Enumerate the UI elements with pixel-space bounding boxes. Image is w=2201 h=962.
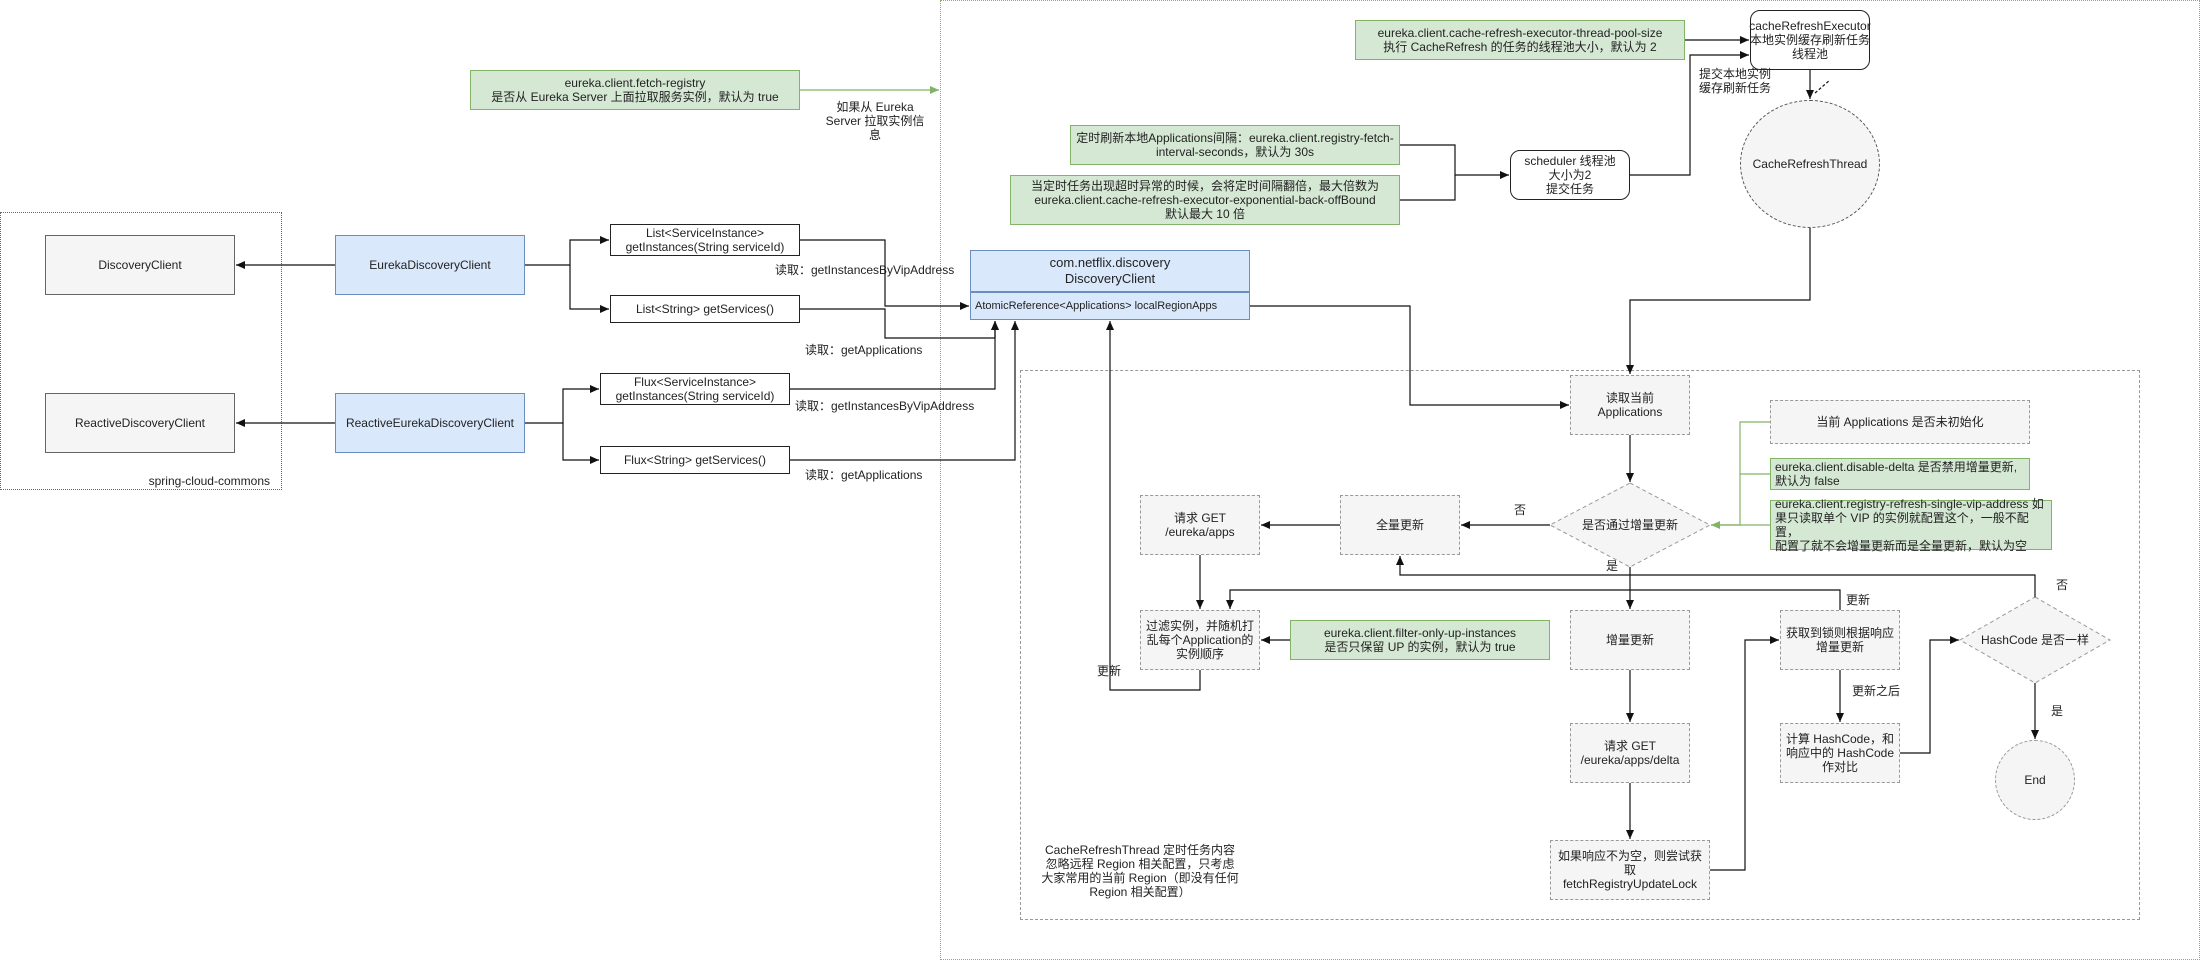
fetch-registry-config: eureka.client.fetch-registry 是否从 Eureka …: [470, 70, 800, 110]
eureka-discovery-client-node: EurekaDiscoveryClient: [335, 235, 525, 295]
flux-get-services-method: Flux<String> getServices(): [600, 446, 790, 474]
edge-label-read-instances-2: 读取：getInstancesByVipAddress: [795, 399, 975, 413]
edge-label-update-2: 更新: [1845, 593, 1870, 607]
request-apps-node: 请求 GET /eureka/apps: [1140, 495, 1260, 555]
reactive-eureka-discovery-client-node: ReactiveEurekaDiscoveryClient: [335, 393, 525, 453]
cache-refresh-thread-node: CacheRefreshThread: [1740, 100, 1880, 228]
cache-refresh-note: CacheRefreshThread 定时任务内容 忽略远程 Region 相关…: [1041, 843, 1239, 899]
edge-label-read-instances-1: 读取：getInstancesByVipAddress: [775, 263, 955, 277]
edge-label-read-apps-2: 读取：getApplications: [805, 468, 923, 482]
disable-delta-config: eureka.client.disable-delta 是否禁用增量更新, 默认…: [1770, 458, 2030, 490]
flux-get-instances-method: Flux<ServiceInstance> getInstances(Strin…: [600, 373, 790, 405]
spring-cloud-commons-frame: [0, 212, 282, 490]
netflix-discovery-client-field: AtomicReference<Applications> localRegio…: [970, 292, 1250, 320]
get-services-method: List<String> getServices(): [610, 295, 800, 323]
cache-refresh-executor-node: cacheRefreshExecutor 本地实例缓存刷新任务 线程池: [1749, 10, 1871, 70]
scheduler-node: scheduler 线程池 大小为2 提交任务: [1510, 150, 1630, 200]
reactive-discovery-client-node: ReactiveDiscoveryClient: [45, 393, 235, 453]
read-applications-node: 读取当前 Applications: [1570, 375, 1690, 435]
delta-update-node: 增量更新: [1570, 610, 1690, 670]
cache-refresh-frame: [1020, 370, 2140, 920]
end-node: End: [1995, 740, 2075, 820]
edge-eureka-to-get-instances: [525, 236, 609, 266]
edge-label-no-1: 否: [1513, 503, 1526, 517]
edge-label-read-apps-1: 读取：getApplications: [805, 343, 923, 357]
netflix-region-frame: [940, 0, 2200, 960]
netflix-discovery-client-title: com.netflix.discovery DiscoveryClient: [970, 250, 1250, 292]
filter-shuffle-node: 过滤实例，并随机打 乱每个Application的 实例顺序: [1140, 610, 1260, 670]
apps-uninitialized-node: 当前 Applications 是否未初始化: [1770, 400, 2030, 444]
edge-label-submit-task: 提交本地实例 缓存刷新任务: [1698, 67, 1771, 95]
single-vip-config: eureka.client.registry-refresh-single-vi…: [1770, 497, 2052, 553]
edge-eureka-to-get-services: [569, 265, 609, 313]
fetch-interval-config: 定时刷新本地Applications间隔：eureka.client.regis…: [1070, 125, 1400, 165]
edge-label-update-1: 更新: [1096, 664, 1121, 678]
pool-size-config: eureka.client.cache-refresh-executor-thr…: [1355, 20, 1685, 60]
spring-cloud-commons-label: spring-cloud-commons: [148, 474, 270, 488]
edge-label-fetch-if: 如果从 Eureka Server 拉取实例信 息: [825, 100, 925, 142]
discovery-client-node: DiscoveryClient: [45, 235, 235, 295]
try-lock-node: 如果响应不为空，则尝试获取 fetchRegistryUpdateLock: [1550, 840, 1710, 900]
full-update-node: 全量更新: [1340, 495, 1460, 555]
get-instances-method: List<ServiceInstance> getInstances(Strin…: [610, 224, 800, 256]
filter-only-up-config: eureka.client.filter-only-up-instances 是…: [1290, 620, 1550, 660]
delta-decision-label: 是否通过增量更新: [1581, 518, 1678, 532]
edge-label-after-update: 更新之后: [1851, 684, 1900, 698]
edge-label-yes-1: 是: [1605, 559, 1618, 573]
backoff-config: 当定时任务出现超时异常的时候，会将定时间隔翻倍，最大倍数为 eureka.cli…: [1010, 175, 1400, 225]
request-delta-node: 请求 GET /eureka/apps/delta: [1570, 723, 1690, 783]
edge-reactive-to-flux-services: [562, 423, 599, 464]
hashcode-calc-node: 计算 HashCode，和 响应中的 HashCode 作对比: [1780, 723, 1900, 783]
hashcode-decision-label: HashCode 是否一样: [1980, 633, 2090, 647]
edge-label-no-2: 否: [2055, 578, 2068, 592]
edge-reactive-to-flux-instances: [525, 385, 599, 424]
edge-label-yes-2: 是: [2050, 704, 2063, 718]
got-lock-node: 获取到锁则根据响应 增量更新: [1780, 610, 1900, 670]
